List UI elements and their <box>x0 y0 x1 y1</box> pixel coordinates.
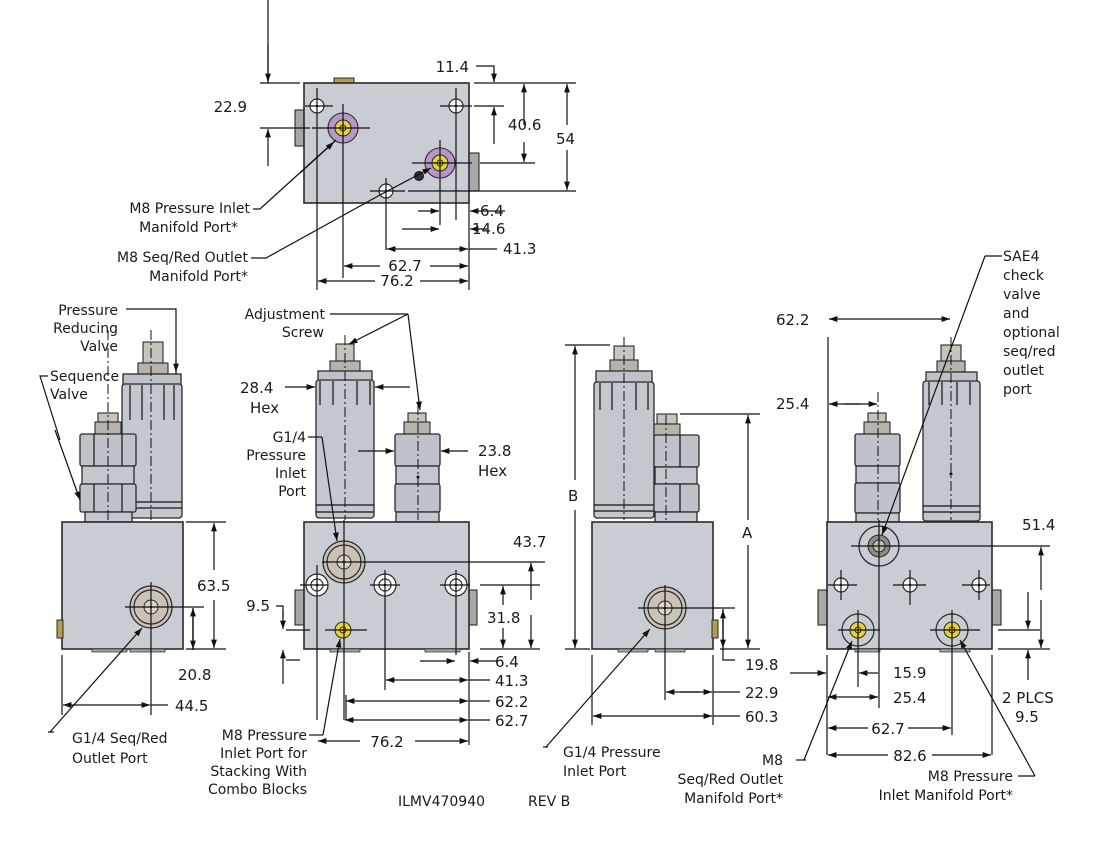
dim-82-6: 82.6 <box>893 747 926 765</box>
dim-62-2-rear: 62.2 <box>776 311 809 329</box>
dim-43-7: 43.7 <box>513 533 546 551</box>
callout-inlet-manifold-1: M8 Pressure Inlet <box>129 201 250 217</box>
dim-40-6: 40.6 <box>508 116 541 134</box>
callout-inlet-1: G1/4 <box>273 430 306 446</box>
svg-text:optional: optional <box>1003 325 1060 341</box>
callout-inlet-2: Pressure <box>246 448 306 464</box>
dim-25-4-rear: 25.4 <box>776 395 809 413</box>
callout-inlet-3: Inlet <box>275 466 307 482</box>
callout-adjustment-2: Screw <box>282 325 324 341</box>
front-view: 43.7 31.8 9.5 6.4 41.3 62.2 62.7 76.2 28… <box>208 307 546 798</box>
dim-62-7: 62.7 <box>388 257 421 275</box>
callout-outlet-2: Outlet Port <box>72 751 148 767</box>
callout-prv-2: Reducing <box>53 321 118 337</box>
dim-15-9: 15.9 <box>893 664 926 682</box>
dim-A: A <box>742 524 753 542</box>
dim-9-5: 9.5 <box>246 597 270 615</box>
dim-41-3: 41.3 <box>503 240 536 258</box>
dim-19-8: 19.8 <box>745 656 778 674</box>
callout-seq-1: Sequence <box>50 369 119 385</box>
dim-2-plcs: 2 PLCS <box>1002 689 1054 707</box>
dim-31-8: 31.8 <box>487 609 520 627</box>
hex-label-2: Hex <box>478 462 507 480</box>
callout-outlet-rear-2: Seq/Red Outlet <box>677 772 783 788</box>
dim-44-5: 44.5 <box>175 697 208 715</box>
dim-9-5-rear: 9.5 <box>1015 708 1039 726</box>
right-view-body <box>591 521 714 650</box>
callout-stack-1: M8 Pressure <box>222 728 307 744</box>
dim-20-8: 20.8 <box>178 666 211 684</box>
svg-text:outlet: outlet <box>1003 363 1044 379</box>
callout-prv-1: Pressure <box>58 303 118 319</box>
dim-41-3-front: 41.3 <box>495 672 528 690</box>
dim-62-7-front: 62.7 <box>495 712 528 730</box>
callout-seq-2: Valve <box>50 387 88 403</box>
dim-6-4: 6.4 <box>480 202 504 220</box>
callout-outlet-manifold-1: M8 Seq/Red Outlet <box>117 250 248 266</box>
dim-51-4: 51.4 <box>1022 516 1055 534</box>
svg-text:and: and <box>1003 306 1029 322</box>
svg-text:port: port <box>1003 382 1032 398</box>
left-view-body <box>61 521 184 650</box>
dim-14-6: 14.6 <box>472 220 505 238</box>
callout-inlet-manifold-2: Manifold Port* <box>139 220 238 236</box>
rear-view: 62.2 25.4 51.4 2 PLCS 9.5 15.9 25.4 62.7… <box>677 249 1059 807</box>
dim-62-2-front: 62.2 <box>495 693 528 711</box>
revision: REV B <box>528 794 570 810</box>
dim-23-8: 23.8 <box>478 442 511 460</box>
callout-outlet-rear-3: Manifold Port* <box>684 791 783 807</box>
dim-62-7-rear: 62.7 <box>871 720 904 738</box>
dim-76-2-front: 76.2 <box>370 733 403 751</box>
callout-prv-3: Valve <box>80 339 118 355</box>
dim-22-9-side: 22.9 <box>745 684 778 702</box>
svg-text:check: check <box>1003 268 1045 284</box>
callout-inlet-rear-2: Inlet Manifold Port* <box>879 788 1013 804</box>
dim-63-5: 63.5 <box>197 577 230 595</box>
dim-6-4-front: 6.4 <box>495 653 519 671</box>
callout-inlet-rear-1: M8 Pressure <box>928 769 1013 785</box>
dim-25-4b-rear: 25.4 <box>893 689 926 707</box>
right-view: B A 19.8 22.9 60.3 G1/4 Pressure Inlet P… <box>543 337 778 780</box>
callout-stack-2: Inlet Port for <box>220 746 307 762</box>
callout-inlet-side-2: Inlet Port <box>563 764 627 780</box>
callout-outlet-1: G1/4 Seq/Red <box>72 731 168 747</box>
top-view: 22.9 11.4 40.6 54 6.4 14.6 41.3 62.7 76.… <box>117 0 576 290</box>
callout-outlet-rear-1: M8 <box>762 753 783 769</box>
sequence-valve-side <box>653 434 700 468</box>
callout-sae4: SAE4 check valve and optional seq/red ou… <box>1003 249 1060 398</box>
dim-11-4: 11.4 <box>436 58 469 76</box>
left-view: 63.5 20.8 44.5 G1/4 Seq/Red Outlet Port … <box>39 303 230 767</box>
dim-B: B <box>568 487 578 505</box>
callout-stack-4: Combo Blocks <box>208 782 307 798</box>
dim-54: 54 <box>556 130 575 148</box>
part-number: ILMV470940 <box>398 794 485 810</box>
svg-text:SAE4: SAE4 <box>1003 249 1040 265</box>
dim-60-3: 60.3 <box>745 708 778 726</box>
dim-28-4: 28.4 <box>240 379 273 397</box>
callout-adjustment-1: Adjustment <box>245 307 326 323</box>
callout-inlet-4: Port <box>278 484 306 500</box>
dim-76-2: 76.2 <box>380 272 413 290</box>
callout-stack-3: Stacking With <box>210 764 307 780</box>
callout-outlet-manifold-2: Manifold Port* <box>149 269 248 285</box>
svg-text:valve: valve <box>1003 287 1041 303</box>
hex-label-1: Hex <box>250 399 279 417</box>
svg-text:seq/red: seq/red <box>1003 344 1055 360</box>
callout-inlet-side-1: G1/4 Pressure <box>563 745 661 761</box>
dim-22-9: 22.9 <box>214 98 247 116</box>
